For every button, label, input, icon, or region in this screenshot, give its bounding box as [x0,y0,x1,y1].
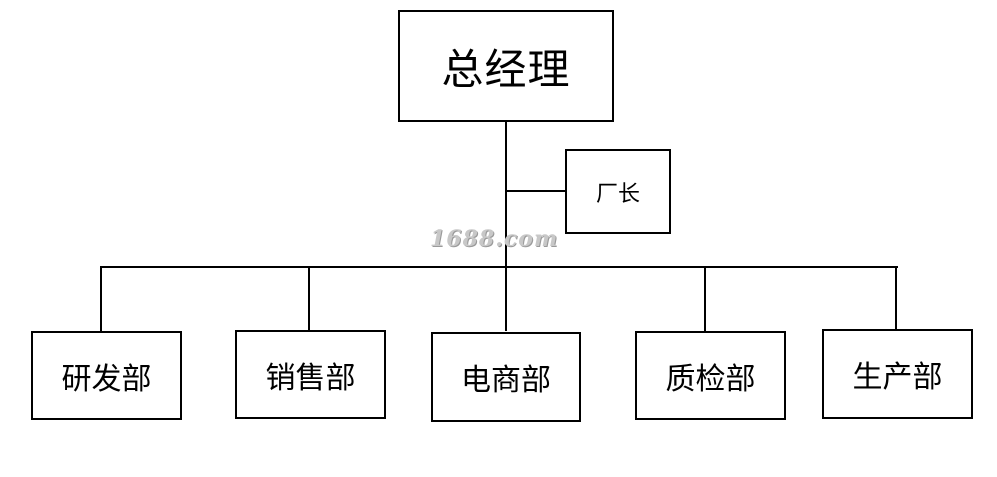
node-production-department: 生产部 [822,329,973,419]
connector-qc [704,266,706,331]
node-ecommerce-department: 电商部 [431,332,581,422]
node-ecommerce-department-label: 电商部 [461,363,551,398]
connector-prod [895,266,897,329]
node-factory-director-label: 厂长 [595,181,640,207]
connector-bus [101,266,898,268]
node-production-department-label: 生产部 [852,360,943,395]
node-rd-department-label: 研发部 [61,361,152,397]
node-general-manager: 总经理 [398,10,614,122]
node-general-manager-label: 总经理 [441,44,571,94]
watermark: 1688.com [430,226,559,252]
connector-assistant [505,190,566,192]
connector-sales [308,266,310,330]
connector-rd [100,266,102,331]
node-sales-department-label: 销售部 [265,360,356,396]
connector-trunk [505,122,507,331]
node-rd-department: 研发部 [31,331,182,420]
node-quality-department: 质检部 [635,331,786,420]
node-quality-department-label: 质检部 [665,361,756,397]
node-factory-director: 厂长 [565,149,671,234]
node-sales-department: 销售部 [235,330,386,419]
